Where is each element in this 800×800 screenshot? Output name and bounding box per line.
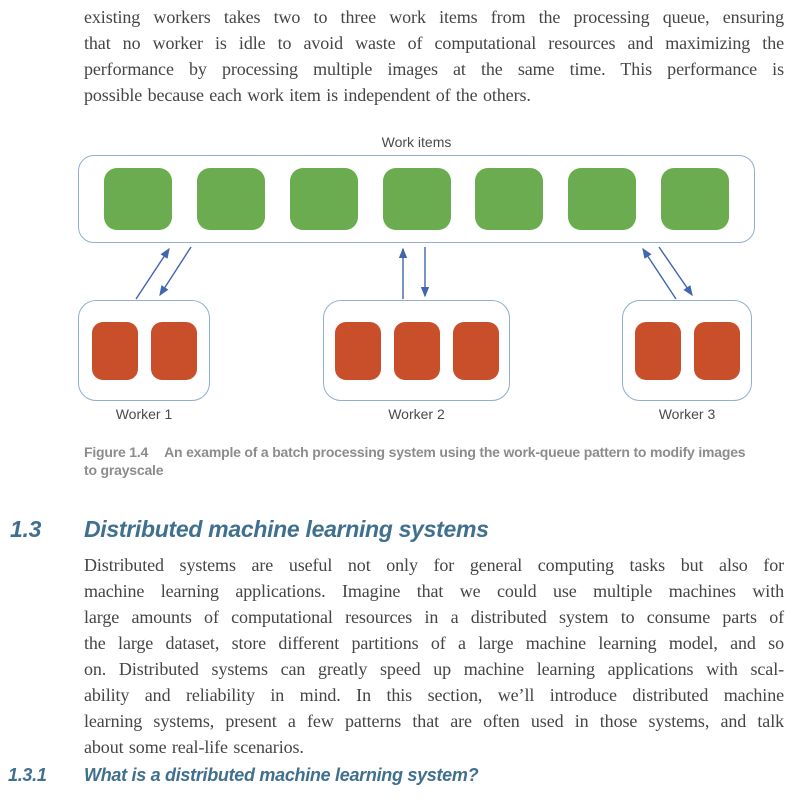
worker-task-item — [334, 321, 381, 380]
work-item — [661, 168, 730, 230]
subsection-title: What is a distributed machine learning s… — [84, 765, 479, 785]
paragraph-line: on. Distributed systems can greatly spee… — [84, 659, 784, 679]
worker-box-2 — [323, 300, 510, 401]
worker-task-item — [452, 321, 499, 380]
paragraph-line: the large dataset, store different parti… — [84, 633, 784, 653]
arrow-worker1-down-icon — [159, 246, 192, 297]
work-item — [475, 168, 544, 230]
section-title: Distributed machine learning systems — [84, 516, 489, 542]
paragraph-line: that no worker is idle to avoid waste of… — [84, 33, 784, 53]
paragraph-line: machine learning applications. Imagine t… — [84, 581, 784, 601]
work-item — [289, 168, 358, 230]
worker-box-1 — [78, 300, 210, 401]
worker1-label: Worker 1 — [115, 406, 173, 422]
paragraph-line: large amounts of computational resources… — [84, 607, 784, 627]
work-item — [568, 168, 637, 230]
arrow-worker3-up-icon — [642, 247, 677, 300]
paragraph-line: possible because each work item is indep… — [84, 85, 531, 105]
paragraph-line: about some real-life scenarios. — [84, 737, 304, 757]
worker-box-3 — [622, 300, 752, 401]
figure-caption-text: An example of a batch processing system … — [164, 444, 746, 460]
worker-task-item — [150, 321, 197, 380]
work-item — [382, 168, 451, 230]
work-item — [103, 168, 172, 230]
work-queue-box — [78, 155, 755, 243]
paragraph-line: Distributed systems are useful not only … — [84, 555, 784, 575]
arrow-worker3-down-icon — [658, 246, 693, 297]
work-items-label: Work items — [381, 134, 452, 150]
worker-task-item — [693, 321, 740, 380]
paragraph-line: existing workers takes two to three work… — [84, 7, 784, 27]
paragraph-line: performance by processing multiple image… — [84, 59, 784, 79]
worker2-label: Worker 2 — [388, 406, 445, 422]
figure-caption: Figure 1.4 An example of a batch processi… — [84, 443, 790, 479]
work-item — [196, 168, 265, 230]
worker-task-item — [634, 321, 681, 380]
paragraph-top: existing workers takes two to three work… — [84, 4, 784, 108]
figure-number: Figure 1.4 — [84, 444, 149, 460]
paragraph-line: learning systems, present a few patterns… — [84, 711, 784, 731]
worker-task-item — [91, 321, 138, 380]
worker-task-item — [393, 321, 440, 380]
worker3-label: Worker 3 — [658, 406, 716, 422]
figure-caption-line1: Figure 1.4 An example of a batch processi… — [84, 443, 790, 461]
section-number: 1.3 — [10, 516, 42, 542]
paragraph-line: ability and reliability in mind. In this… — [84, 685, 784, 705]
subsection-number: 1.3.1 — [8, 765, 47, 785]
arrow-worker1-up-icon — [135, 247, 170, 300]
paragraph-section: Distributed systems are useful not only … — [84, 552, 784, 760]
figure-caption-line2: to grayscale — [84, 462, 164, 478]
